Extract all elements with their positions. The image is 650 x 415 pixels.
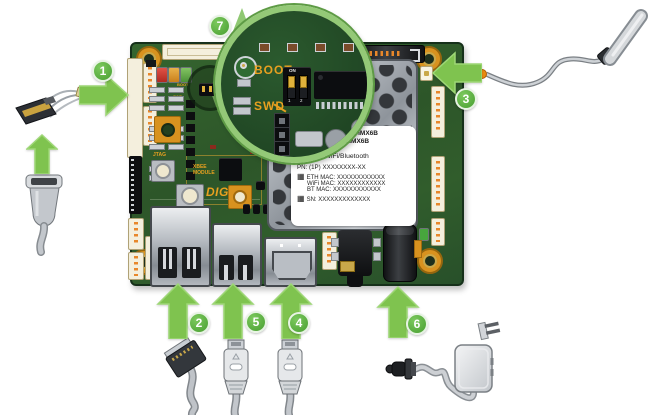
bottom-left-connector-2 xyxy=(128,252,144,280)
power-adapter xyxy=(385,321,501,402)
callout-4-hdmi: 4 xyxy=(288,312,310,334)
header-pins xyxy=(186,100,195,190)
usb-port xyxy=(212,223,262,287)
callout-5-usb: 5 xyxy=(245,311,267,333)
xbee-chip xyxy=(219,158,242,181)
boot-dip-switch: ON 1 2 xyxy=(283,67,311,106)
ethernet-cable xyxy=(163,337,207,415)
power-led xyxy=(419,228,429,241)
usb-cable xyxy=(223,339,249,415)
label-pn: PN: (1P) XXXXXXXX-XX xyxy=(297,164,366,171)
callout-6-power: 6 xyxy=(406,313,428,335)
arrow-console-up-icon xyxy=(26,134,58,174)
antenna xyxy=(477,9,648,88)
serial-connector xyxy=(25,174,63,256)
mount-hole-bottom-right xyxy=(417,248,443,274)
jtag-button xyxy=(151,160,175,182)
right-edge-connector-3 xyxy=(431,218,445,246)
label-partial-line2: XX-CCIMX6B xyxy=(329,138,370,145)
callout-1-console: 1 xyxy=(92,60,114,82)
hdmi-port xyxy=(264,237,317,287)
arrow-3-antenna-icon xyxy=(432,51,482,95)
label-bt-mac: BT MAC: XXXXXXXXXXXX xyxy=(307,187,381,193)
right-edge-connector-2 xyxy=(431,156,445,212)
magnified-ic xyxy=(314,71,367,99)
label-sn: SN: XXXXXXXXXXXXX xyxy=(306,197,371,203)
qr-code-icon: ▦ xyxy=(297,172,305,181)
callout-2-ethernet: 2 xyxy=(188,312,210,334)
ethernet-port xyxy=(150,206,211,287)
ufl-pad xyxy=(234,56,257,79)
hdmi-cable xyxy=(278,340,302,415)
resistor-group xyxy=(149,87,165,111)
power-jack xyxy=(383,224,417,282)
corner-chip xyxy=(146,60,156,67)
cap-row-2 xyxy=(253,204,260,214)
label-model: CCIMX6 WiFi/Bluetooth xyxy=(297,153,369,160)
callout-7-boot-switches: 7 xyxy=(209,15,231,37)
qr-code-icon: ▦ xyxy=(297,194,305,203)
arrow-6-power-icon xyxy=(376,286,420,338)
label-wifi-mac: WiFi MAC: XXXXXXXXXXXX xyxy=(307,181,386,187)
magnifier-swd-label: SWD xyxy=(254,99,285,113)
arrow-2-ethernet-icon xyxy=(156,283,200,339)
small-chip xyxy=(256,181,265,190)
bottom-left-connector-1 xyxy=(128,218,144,250)
callout-3-antenna: 3 xyxy=(455,88,477,110)
cap-row-1 xyxy=(243,204,250,214)
small-resistor xyxy=(210,145,216,149)
board-boot-label: BOOT xyxy=(177,82,189,87)
status-led-amber xyxy=(168,67,180,83)
console-adapter-cable xyxy=(15,86,87,125)
arrow-5-usb-icon xyxy=(211,283,255,339)
label-eth-mac: ETH MAC: XXXXXXXXXXXX xyxy=(306,175,385,181)
cap-row-3 xyxy=(263,204,270,214)
left-edge-connector xyxy=(127,58,143,158)
arrow-1-console-icon xyxy=(79,73,129,117)
ffc-connector xyxy=(129,156,142,214)
audio-jack-barrel xyxy=(347,276,363,287)
magnifier-circle: BOOT SWD ON 1 2 xyxy=(215,5,373,163)
resistor-group xyxy=(168,87,184,111)
reset-button xyxy=(176,184,204,208)
orange-pad-2 xyxy=(228,185,252,209)
magnifier-boot-label: BOOT xyxy=(254,63,293,77)
right-edge-connector-1 xyxy=(431,86,445,138)
orange-pad-1 xyxy=(154,116,181,143)
silkscreen-trace xyxy=(150,199,260,200)
audio-jack xyxy=(338,230,372,276)
jtag-label: JTAG xyxy=(153,152,166,158)
status-led-red xyxy=(156,67,168,83)
power-jack-clip xyxy=(414,240,422,258)
